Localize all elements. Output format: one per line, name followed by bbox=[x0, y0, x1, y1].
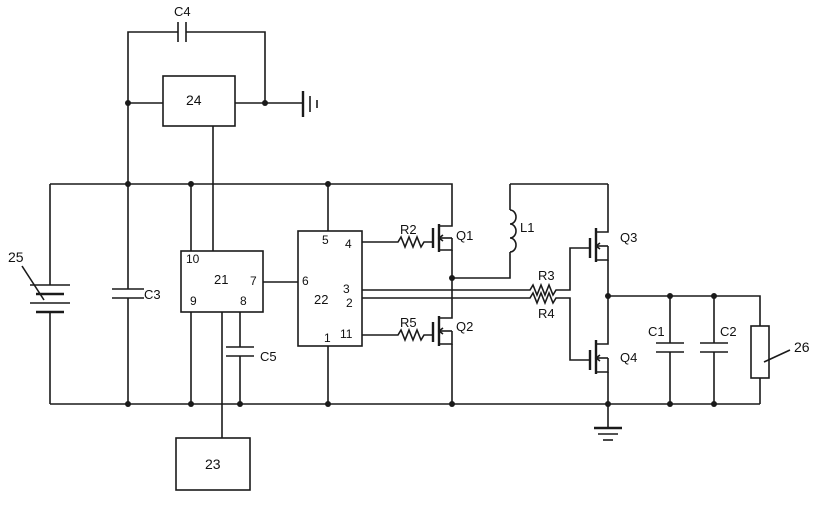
load-26 bbox=[750, 325, 770, 379]
label-l1: L1 bbox=[520, 220, 534, 235]
label-c2: C2 bbox=[720, 324, 737, 339]
label-c1: C1 bbox=[648, 324, 665, 339]
capacitor-c1 bbox=[656, 296, 684, 404]
label-r2: R2 bbox=[400, 222, 417, 237]
block-22 bbox=[297, 230, 363, 347]
label-q3: Q3 bbox=[620, 230, 637, 245]
ground-symbol-top bbox=[301, 91, 318, 117]
pin-21-9: 9 bbox=[190, 294, 197, 308]
block-23 bbox=[175, 437, 251, 491]
mosfet-q3 bbox=[588, 184, 609, 296]
mosfet-q4 bbox=[588, 296, 609, 428]
pin-21-7: 7 bbox=[250, 274, 257, 288]
block-24 bbox=[162, 75, 236, 127]
label-r4: R4 bbox=[538, 306, 555, 321]
pin-21-10: 10 bbox=[186, 252, 200, 266]
capacitor-c3 bbox=[112, 184, 144, 404]
pin-22-3: 3 bbox=[343, 282, 350, 296]
pin-22-5: 5 bbox=[322, 233, 329, 247]
label-q4: Q4 bbox=[620, 350, 637, 365]
label-block-24: 24 bbox=[186, 92, 202, 108]
label-c3: C3 bbox=[144, 287, 161, 302]
ground-symbol-bottom bbox=[594, 426, 622, 441]
label-block-22: 22 bbox=[314, 292, 328, 307]
upper-rail bbox=[50, 183, 453, 224]
mosfet-q2 bbox=[431, 312, 453, 404]
resistor-r2 bbox=[362, 234, 433, 250]
label-q2: Q2 bbox=[456, 319, 473, 334]
label-q1: Q1 bbox=[456, 228, 473, 243]
label-r5: R5 bbox=[400, 315, 417, 330]
pointer-26 bbox=[763, 349, 791, 363]
wire-midpoint-l1 bbox=[452, 252, 511, 279]
label-r3: R3 bbox=[538, 268, 555, 283]
resistor-r5 bbox=[362, 327, 433, 343]
label-block-21: 21 bbox=[214, 272, 228, 287]
resistor-r4 bbox=[362, 290, 590, 361]
label-25: 25 bbox=[8, 249, 24, 265]
junction-dots bbox=[125, 100, 717, 407]
label-c5: C5 bbox=[260, 349, 277, 364]
resistor-r3 bbox=[362, 247, 590, 298]
label-26: 26 bbox=[794, 339, 810, 355]
capacitor-c4 bbox=[127, 22, 266, 103]
pin-22-2: 2 bbox=[346, 296, 353, 310]
label-block-23: 23 bbox=[205, 456, 221, 472]
label-c4: C4 bbox=[174, 4, 191, 19]
capacitor-c5 bbox=[226, 346, 254, 404]
pin-22-6: 6 bbox=[302, 274, 309, 288]
output-rail bbox=[608, 295, 761, 326]
capacitor-c2 bbox=[700, 296, 728, 404]
pin-22-1: 1 bbox=[324, 331, 331, 345]
pin-21-8: 8 bbox=[240, 294, 247, 308]
inductor-l1 bbox=[509, 183, 608, 253]
pin-22-4: 4 bbox=[345, 237, 352, 251]
battery-25 bbox=[21, 184, 70, 404]
pin-22-11: 11 bbox=[340, 327, 353, 341]
